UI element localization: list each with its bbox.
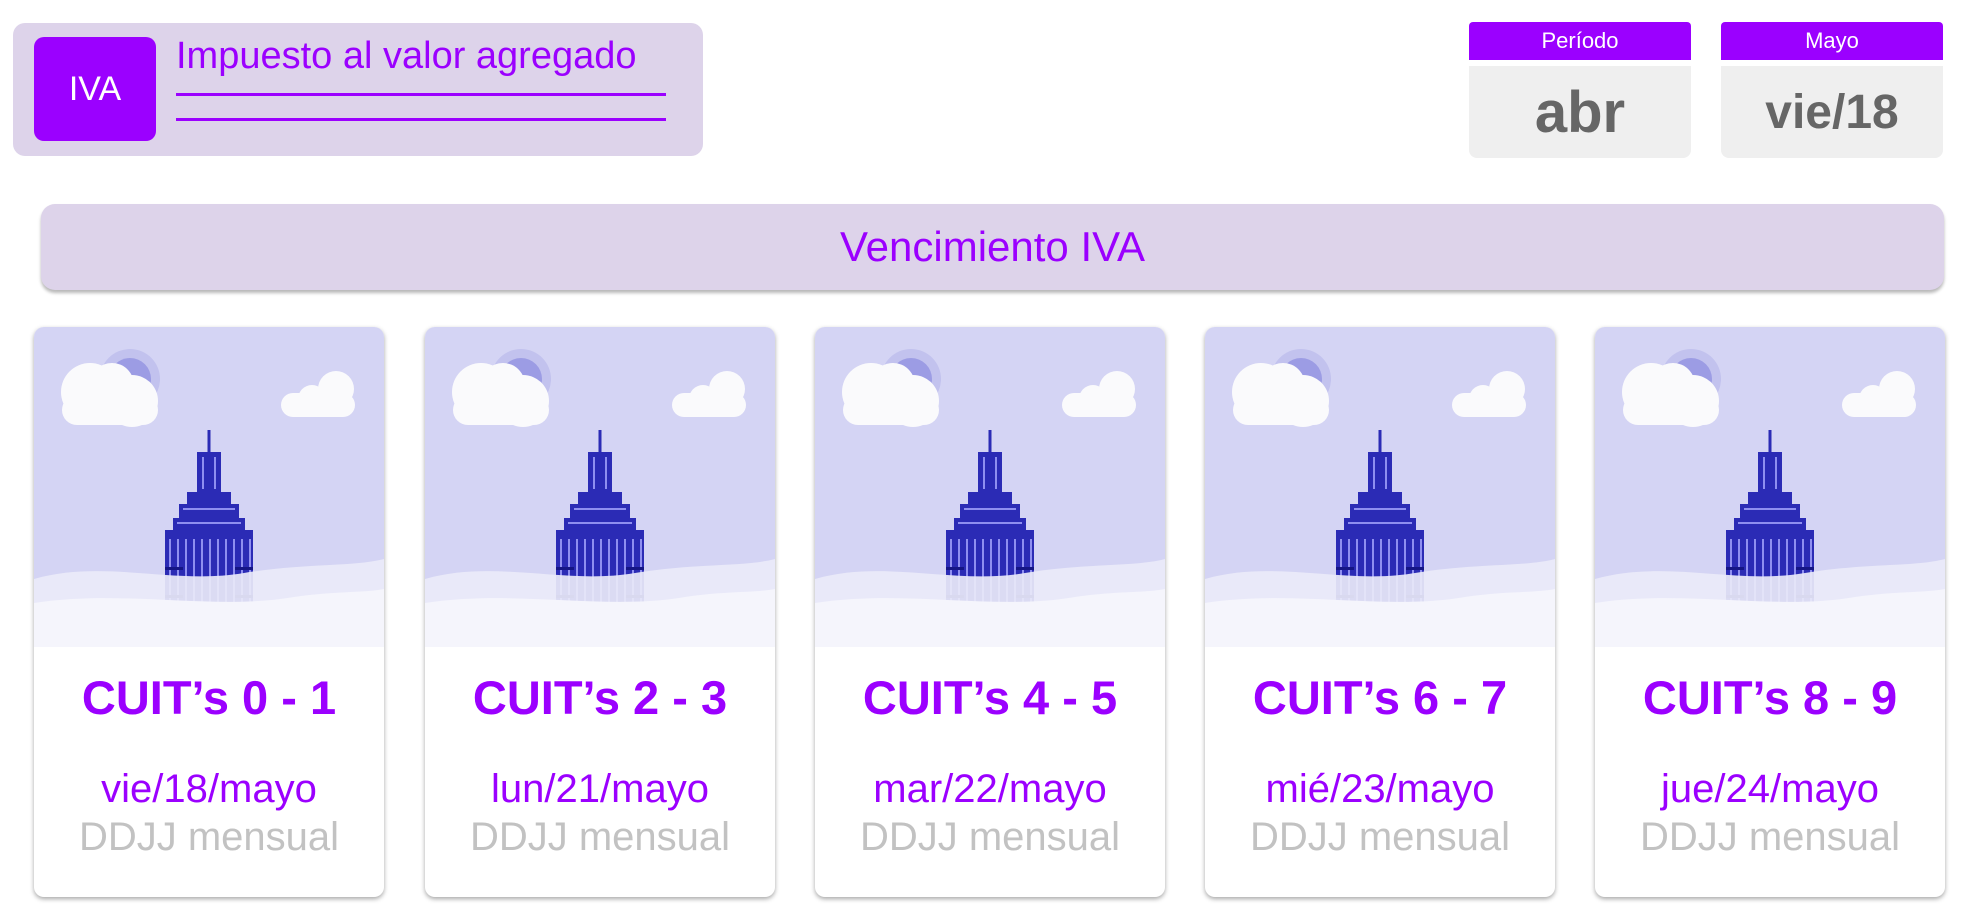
iva-badge: IVA [34, 37, 156, 141]
filing-type: DDJJ mensual [1639, 815, 1901, 859]
month-label: Mayo [1721, 22, 1943, 60]
due-date-card: CUIT’s 2 - 3 lun/21/mayo DDJJ mensual [425, 327, 775, 897]
title-underline [176, 93, 666, 96]
due-date: mar/22/mayo [873, 767, 1107, 811]
cuit-range: CUIT’s 8 - 9 [1642, 671, 1898, 724]
header-panel: IVA Impuesto al valor agregado [13, 23, 703, 156]
cuit-range: CUIT’s 6 - 7 [1252, 671, 1508, 724]
filing-type: DDJJ mensual [859, 815, 1121, 859]
due-date-card: CUIT’s 0 - 1 vie/18/mayo DDJJ mensual [34, 327, 384, 897]
page-title: Impuesto al valor agregado [176, 35, 637, 77]
due-date: lun/21/mayo [491, 767, 709, 811]
due-date: mié/23/mayo [1265, 767, 1495, 811]
cuit-range: CUIT’s 4 - 5 [862, 671, 1118, 724]
filing-type: DDJJ mensual [78, 815, 340, 859]
filing-type: DDJJ mensual [1249, 815, 1511, 859]
cuit-range: CUIT’s 2 - 3 [472, 671, 728, 724]
periodo-box: Período abr [1469, 22, 1691, 158]
cuit-range: CUIT’s 0 - 1 [81, 671, 337, 724]
month-value: vie/18 [1721, 66, 1943, 158]
periodo-value: abr [1469, 66, 1691, 158]
filing-type: DDJJ mensual [469, 815, 731, 859]
month-box: Mayo vie/18 [1721, 22, 1943, 158]
due-date-banner: Vencimiento IVA [41, 204, 1944, 290]
due-date: vie/18/mayo [101, 767, 317, 811]
due-date-card: CUIT’s 8 - 9 jue/24/mayo DDJJ mensual [1595, 327, 1945, 897]
periodo-label: Período [1469, 22, 1691, 60]
due-date-card: CUIT’s 4 - 5 mar/22/mayo DDJJ mensual [815, 327, 1165, 897]
title-underline-secondary [176, 118, 666, 121]
due-date: jue/24/mayo [1661, 767, 1879, 811]
due-date-card: CUIT’s 6 - 7 mié/23/mayo DDJJ mensual [1205, 327, 1555, 897]
